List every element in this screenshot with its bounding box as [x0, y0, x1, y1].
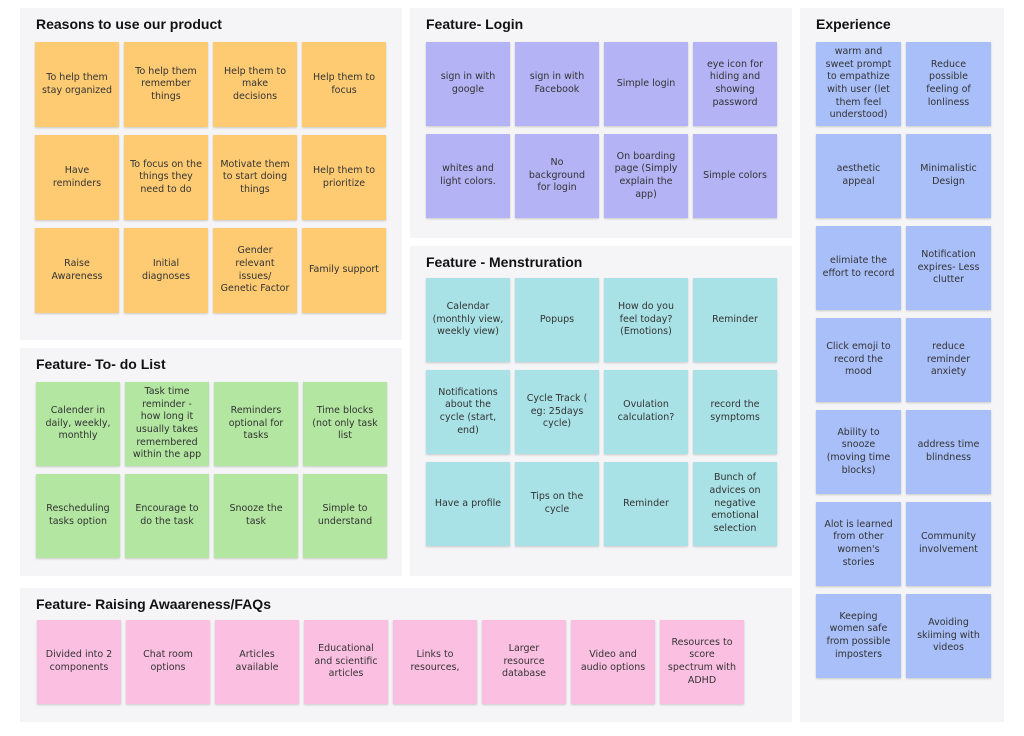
sticky-note[interactable]: Task time reminder - how long it usually… [125, 382, 209, 466]
sticky-grid: Calendar (monthly view, weekly view) Pop… [426, 278, 777, 546]
sticky-note[interactable]: Avoiding skiiming with videos [906, 594, 991, 678]
section-title: Experience [816, 16, 891, 32]
sticky-note[interactable]: Links to resources, [393, 620, 477, 704]
section-reasons: Reasons to use our product To help them … [20, 8, 402, 340]
sticky-note[interactable]: Notification expires- Less clutter [906, 226, 991, 310]
sticky-note[interactable]: Family support [302, 228, 386, 313]
sticky-note[interactable]: sign in with google [426, 42, 510, 126]
sticky-note[interactable]: Calendar (monthly view, weekly view) [426, 278, 510, 362]
sticky-note[interactable]: Video and audio options [571, 620, 655, 704]
sticky-note[interactable]: Articles available [215, 620, 299, 704]
sticky-note[interactable]: Popups [515, 278, 599, 362]
section-title: Feature- To- do List [36, 356, 166, 372]
sticky-note[interactable]: No background for login [515, 134, 599, 218]
sticky-grid: Calender in daily, weekly, monthly Task … [36, 382, 387, 558]
sticky-note[interactable]: Encourage to do the task [125, 474, 209, 558]
sticky-grid: Divided into 2 components Chat room opti… [37, 620, 744, 704]
sticky-note[interactable]: To help them stay organized [35, 42, 119, 127]
sticky-note[interactable]: Ovulation calculation? [604, 370, 688, 454]
sticky-note[interactable]: elimiate the effort to record [816, 226, 901, 310]
sticky-note[interactable]: Raise Awareness [35, 228, 119, 313]
sticky-grid: sign in with google sign in with Faceboo… [426, 42, 777, 218]
sticky-note[interactable]: Tips on the cycle [515, 462, 599, 546]
sticky-note[interactable]: Larger resource database [482, 620, 566, 704]
sticky-note[interactable]: aesthetic appeal [816, 134, 901, 218]
sticky-note[interactable]: warm and sweet prompt to empathize with … [816, 42, 901, 126]
sticky-note[interactable]: Snooze the task [214, 474, 298, 558]
sticky-note[interactable]: reduce reminder anxiety [906, 318, 991, 402]
sticky-note[interactable]: Minimalistic Design [906, 134, 991, 218]
sticky-note[interactable]: Cycle Track ( eg: 25days cycle) [515, 370, 599, 454]
sticky-note[interactable]: Community involvement [906, 502, 991, 586]
sticky-note[interactable]: Motivate them to start doing things [213, 135, 297, 220]
section-title: Feature- Raising Awaareness/FAQs [36, 596, 271, 612]
sticky-note[interactable]: Gender relevant issues/ Genetic Factor [213, 228, 297, 313]
sticky-note[interactable]: To focus on the things they need to do [124, 135, 208, 220]
section-title: Feature- Login [426, 16, 524, 32]
sticky-note[interactable]: How do you feel today? (Emotions) [604, 278, 688, 362]
sticky-note[interactable]: Initial diagnoses [124, 228, 208, 313]
sticky-note[interactable]: Reduce possible feeling of lonliness [906, 42, 991, 126]
sticky-note[interactable]: Simple login [604, 42, 688, 126]
sticky-note[interactable]: Bunch of advices on negative emotional s… [693, 462, 777, 546]
section-title: Reasons to use our product [36, 16, 222, 32]
sticky-note[interactable]: On boarding page (Simply explain the app… [604, 134, 688, 218]
sticky-note[interactable]: Help them to prioritize [302, 135, 386, 220]
sticky-note[interactable]: Educational and scientific articles [304, 620, 388, 704]
sticky-note[interactable]: Ability to snooze (moving time blocks) [816, 410, 901, 494]
section-title: Feature - Menstruration [426, 254, 583, 270]
sticky-note[interactable]: eye icon for hiding and showing password [693, 42, 777, 126]
sticky-note[interactable]: Keeping women safe from possible imposte… [816, 594, 901, 678]
sticky-note[interactable]: Have reminders [35, 135, 119, 220]
sticky-grid: warm and sweet prompt to empathize with … [816, 42, 991, 678]
section-login: Feature- Login sign in with google sign … [410, 8, 792, 238]
sticky-grid: To help them stay organized To help them… [35, 42, 386, 313]
sticky-note[interactable]: Calender in daily, weekly, monthly [36, 382, 120, 466]
sticky-note[interactable]: Notifications about the cycle (start, en… [426, 370, 510, 454]
sticky-note[interactable]: Reminder [693, 278, 777, 362]
sticky-note[interactable]: Rescheduling tasks option [36, 474, 120, 558]
section-awareness-faqs: Feature- Raising Awaareness/FAQs Divided… [20, 588, 792, 722]
section-todo-list: Feature- To- do List Calender in daily, … [20, 348, 402, 576]
section-experience: Experience warm and sweet prompt to empa… [800, 8, 1004, 722]
sticky-note[interactable]: Reminder [604, 462, 688, 546]
sticky-note[interactable]: Have a profile [426, 462, 510, 546]
sticky-note[interactable]: To help them remember things [124, 42, 208, 127]
sticky-note[interactable]: sign in with Facebook [515, 42, 599, 126]
sticky-note[interactable]: Simple colors [693, 134, 777, 218]
sticky-note[interactable]: Time blocks (not only task list [303, 382, 387, 466]
sticky-note[interactable]: Divided into 2 components [37, 620, 121, 704]
sticky-note[interactable]: Simple to understand [303, 474, 387, 558]
sticky-note[interactable]: Help them to make decisions [213, 42, 297, 127]
sticky-note[interactable]: Reminders optional for tasks [214, 382, 298, 466]
sticky-note[interactable]: Resources to score spectrum with ADHD [660, 620, 744, 704]
sticky-note[interactable]: Click emoji to record the mood [816, 318, 901, 402]
sticky-note[interactable]: Alot is learned from other women's stori… [816, 502, 901, 586]
section-menstruation: Feature - Menstruration Calendar (monthl… [410, 246, 792, 576]
sticky-note[interactable]: address time blindness [906, 410, 991, 494]
sticky-note[interactable]: Chat room options [126, 620, 210, 704]
sticky-note[interactable]: Help them to focus [302, 42, 386, 127]
sticky-note[interactable]: whites and light colors. [426, 134, 510, 218]
sticky-note[interactable]: record the symptoms [693, 370, 777, 454]
